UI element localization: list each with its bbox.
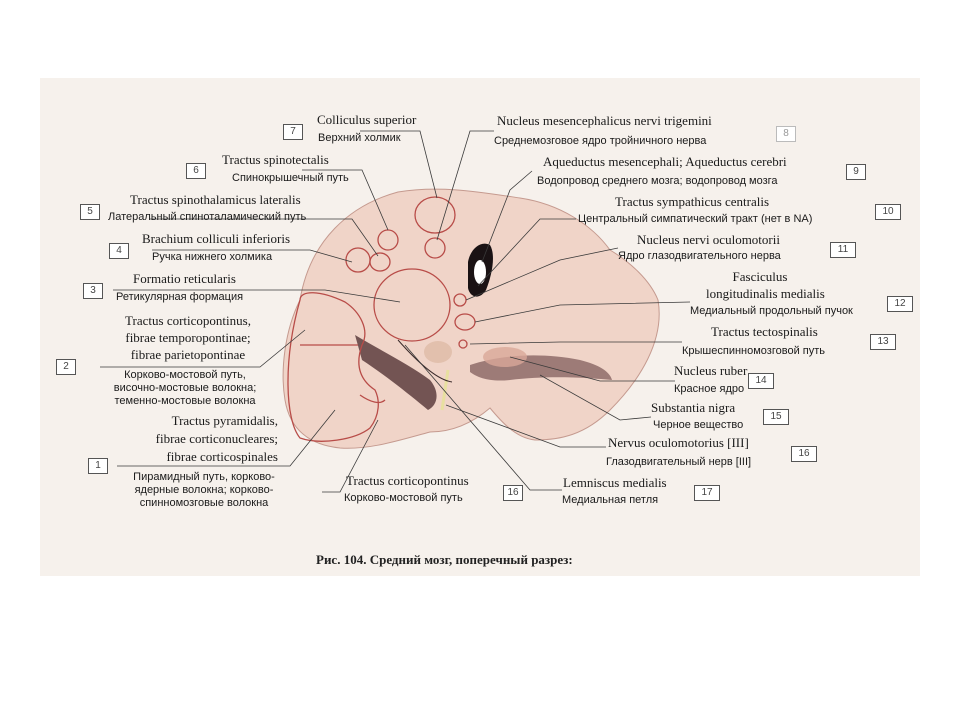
- colliculus-superior-outline: [414, 196, 456, 234]
- label-3-latin: Formatio reticularis: [133, 271, 236, 286]
- formatio-reticularis-outline: [373, 268, 451, 342]
- label-2-latin-1: Tractus corticopontinus,: [125, 313, 251, 328]
- label-13-number: 13: [870, 334, 896, 350]
- leader-4: [152, 249, 353, 263]
- label-2-russian-2: височно-мостовые волокна;: [113, 382, 257, 394]
- outlined-structures: [287, 196, 476, 442]
- label-1-number: 1: [88, 458, 108, 474]
- label-12-latin-1: Fasciculus: [732, 269, 788, 284]
- leader-11: [465, 247, 619, 301]
- aqueduct-lumen: [474, 260, 486, 284]
- label-2-number: 2: [56, 359, 76, 375]
- label-5-latin: Tractus spinothalamicus lateralis: [130, 192, 301, 207]
- label-10-russian: Центральный симпатический тракт (нет в N…: [578, 213, 813, 225]
- label-11-number: 11: [830, 242, 856, 258]
- label-14-russian: Красное ядро: [674, 383, 745, 395]
- label-8-latin: Nucleus mesencephalicus nervi trigemini: [497, 113, 712, 128]
- leader-17: [404, 344, 562, 491]
- label-15-russian: Черное вещество: [653, 419, 744, 431]
- label-7-latin: Colliculus superior: [317, 112, 417, 127]
- label-9-latin: Aqueductus mesencephali; Aqueductus cere…: [543, 154, 787, 169]
- label-5-number: 5: [80, 204, 100, 220]
- tectospinal-tract-outline: [458, 339, 468, 349]
- label-11-russian: Ядро глазодвигательного нерва: [618, 250, 781, 262]
- label-17-latin: Lemniscus medialis: [563, 475, 667, 490]
- label-1-latin-2: fibrae corticonucleares;: [155, 431, 278, 446]
- label-16-latin: Nervus oculomotorius [III]: [608, 435, 749, 450]
- lemniscus-medialis-line: [397, 339, 453, 383]
- leader-13: [469, 341, 682, 345]
- label-9-russian: Водопровод среднего мозга; водопровод мо…: [537, 175, 778, 187]
- label-5-russian: Латеральный спиноталамический путь: [108, 211, 307, 223]
- leader-lines: [100, 130, 691, 493]
- oculomotor-nerve-fibres: [440, 369, 450, 411]
- leader-12: [474, 301, 691, 323]
- leader-3: [113, 289, 401, 303]
- label-4-latin: Brachium colliculi inferioris: [142, 231, 291, 246]
- label-2-latin-2: fibrae temporopontinae;: [125, 330, 251, 345]
- label-12-russian: Медиальный продольный пучок: [690, 305, 853, 317]
- label-10-latin: Tractus sympathicus centralis: [615, 194, 770, 209]
- leader-16b: [322, 419, 379, 493]
- label-10-number: 10: [875, 204, 901, 220]
- leader-14: [509, 356, 675, 382]
- leader-6: [302, 169, 389, 231]
- label-7-number: 7: [283, 124, 303, 140]
- label-2-russian-3: теменно-мостовые волокна: [114, 395, 256, 407]
- label-8-russian: Среднемозговое ядро тройничного нерва: [494, 135, 707, 147]
- label-12-number: 12: [887, 296, 913, 312]
- label-2-russian-1: Корково-мостовой путь,: [124, 369, 246, 381]
- leader-1: [117, 409, 336, 467]
- label-16b-latin: Tractus corticopontinus: [346, 473, 469, 488]
- label-8-number: 8: [776, 126, 796, 142]
- label-16-russian: Глазодвигательный нерв [III]: [606, 456, 752, 468]
- label-6-latin: Tractus spinotectalis: [222, 152, 329, 167]
- label-16b-russian: Корково-мостовой путь: [344, 492, 463, 504]
- leader-9: [481, 170, 533, 263]
- label-16-number: 16: [791, 446, 817, 462]
- label-17-russian: Медиальная петля: [562, 494, 659, 506]
- label-4-number: 4: [109, 243, 129, 259]
- label-4-russian: Ручка нижнего холмика: [152, 251, 273, 263]
- label-14-number: 14: [748, 373, 774, 389]
- label-11-latin: Nucleus nervi oculomotorii: [637, 232, 780, 247]
- label-7-russian: Верхний холмик: [318, 132, 401, 144]
- label-6-number: 6: [186, 163, 206, 179]
- label-13-latin: Tractus tectospinalis: [711, 324, 818, 339]
- crus-lower-line: [359, 394, 386, 404]
- leader-16: [445, 404, 606, 448]
- substantia-nigra-shape: [355, 335, 437, 410]
- leader-7: [360, 130, 438, 199]
- label-1-russian-3: спинномозговые волокна: [139, 497, 269, 509]
- label-15-latin: Substantia nigra: [651, 400, 736, 415]
- label-15-number: 15: [763, 409, 789, 425]
- midbrain-outline: [282, 188, 660, 449]
- label-17-number: 17: [694, 485, 720, 501]
- label-1-latin-1: Tractus pyramidalis,: [171, 413, 278, 428]
- leader-10: [477, 218, 576, 287]
- figure-caption: Рис. 104. Средний мозг, поперечный разре…: [316, 552, 573, 567]
- leader-2: [100, 329, 306, 368]
- label-1-latin-3: fibrae corticospinales: [166, 449, 278, 464]
- label-14-latin: Nucleus ruber: [674, 363, 748, 378]
- crus-cerebri-outline: [287, 292, 379, 442]
- nucleus-ruber-shape: [483, 347, 527, 367]
- label-3-russian: Ретикулярная формация: [116, 291, 244, 303]
- leader-8: [436, 130, 494, 241]
- label-1-russian-1: Пирамидный путь, корково-: [133, 471, 275, 483]
- label-1-russian-2: ядерные волокна; корково-: [134, 484, 274, 496]
- label-2-latin-3: fibrae parietopontinae: [130, 347, 246, 362]
- label-9-number: 9: [846, 164, 866, 180]
- mesencephalic-nucleus-outline: [424, 237, 446, 259]
- label-12-latin-2: longitudinalis medialis: [706, 286, 825, 301]
- label-6-russian: Спинокрышечный путь: [232, 172, 349, 184]
- leader-5: [150, 218, 379, 257]
- nucleus-ruber-left-shape: [424, 341, 452, 363]
- label-16b-number: 16: [503, 485, 523, 501]
- label-13-russian: Крышеспинномозговой путь: [682, 345, 825, 357]
- leader-15: [539, 374, 652, 421]
- label-3-number: 3: [83, 283, 103, 299]
